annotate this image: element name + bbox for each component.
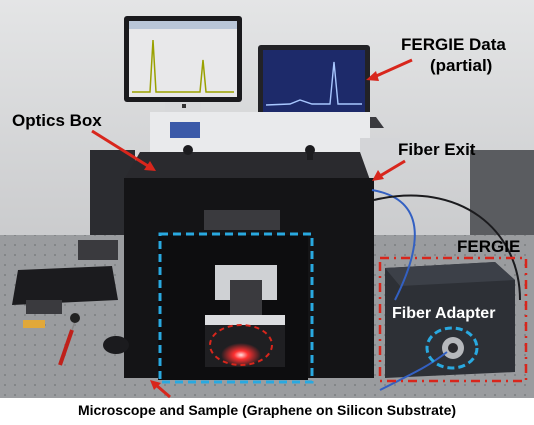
optics-box-slot bbox=[204, 210, 280, 230]
mount-block bbox=[78, 240, 118, 260]
label-fergie: FERGIE bbox=[457, 237, 521, 256]
small-box bbox=[26, 300, 62, 314]
fiber-cable-2 bbox=[379, 351, 448, 391]
top-monitor-spectrum bbox=[132, 39, 234, 93]
fiber-adapter-highlight-circle bbox=[425, 326, 479, 370]
screwdriver bbox=[58, 329, 74, 366]
lab-photo bbox=[0, 0, 534, 398]
laptop-spectrum bbox=[265, 61, 362, 106]
label-fiber-exit: Fiber Exit bbox=[398, 140, 476, 159]
keyboard bbox=[12, 266, 118, 305]
laptop-screen bbox=[263, 50, 365, 112]
optics-box-top bbox=[124, 152, 370, 180]
top-monitor-screen bbox=[129, 21, 237, 97]
laser-spot bbox=[221, 343, 261, 367]
callout-arrows bbox=[91, 58, 413, 398]
fergie-highlight-box bbox=[378, 256, 528, 383]
label-fergie-data: FERGIE Data bbox=[401, 35, 506, 54]
fiber-cable bbox=[371, 189, 416, 301]
label-optics-box: Optics Box bbox=[12, 111, 102, 130]
black-cable bbox=[373, 194, 521, 301]
lens-mount bbox=[70, 313, 80, 323]
sample-highlight-circle bbox=[209, 324, 273, 366]
label-fergie-data-partial: (partial) bbox=[430, 56, 493, 75]
microscope-objective bbox=[230, 280, 262, 316]
figure-caption: Microscope and Sample (Graphene on Silic… bbox=[77, 402, 457, 418]
label-fiber-adapter: Fiber Adapter bbox=[392, 305, 496, 322]
fergie-spectrometer bbox=[385, 262, 515, 378]
microscope-highlight-box bbox=[158, 232, 314, 384]
computer-mouse bbox=[103, 336, 129, 354]
yellow-block bbox=[23, 320, 45, 328]
